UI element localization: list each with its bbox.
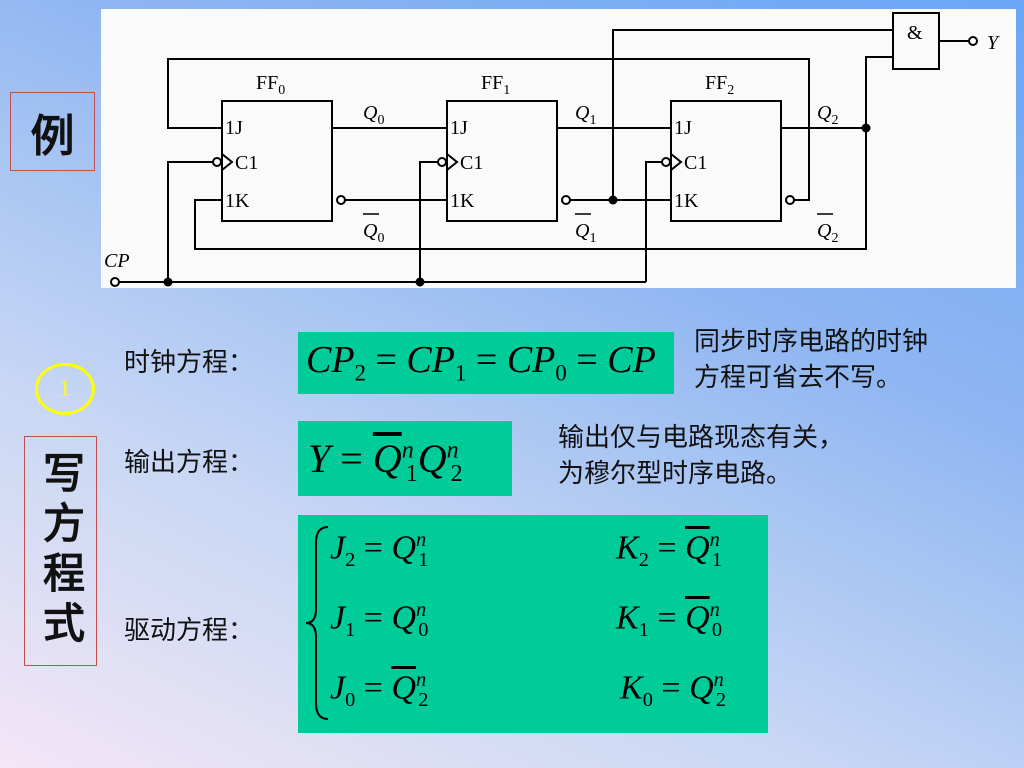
method-label: 写方程式: [24, 436, 97, 666]
output-equation-label: 输出方程：: [124, 448, 255, 478]
step-number-badge: 1: [35, 363, 95, 415]
clock-equation-label: 时钟方程：: [124, 348, 255, 378]
ff1-c-label: C1: [460, 152, 483, 174]
clock-equation: CP2 = CP1 = CP0 = CP: [306, 339, 656, 386]
circuit-diagram: FF0 FF1 FF2 1J C1 1K 1J C1 1K 1J C1 1K Q…: [101, 9, 1016, 288]
output-equation: Y = Qn1Qn2: [308, 436, 463, 487]
ff0-j-label: 1J: [225, 117, 243, 139]
ff0-c-label: C1: [235, 152, 258, 174]
q1-bar-label: Q1: [575, 220, 596, 246]
k2-equation: K2 = Qn1: [616, 529, 723, 572]
output-note: 输出仅与电路现态有关， 为穆尔型时序电路。: [558, 423, 845, 489]
drive-equation-label: 驱动方程：: [124, 616, 255, 646]
drive-equation-box: J2 = Qn1 J1 = Qn0 J0 = Qn2 K2 = Qn1 K1 =…: [298, 515, 768, 733]
ff1-name: FF1: [481, 72, 510, 98]
ff2-c-label: C1: [684, 152, 707, 174]
ff1-box: [446, 100, 558, 222]
j1-equation: J1 = Qn0: [330, 599, 429, 642]
q0-bar-label: Q0: [363, 220, 384, 246]
clock-label: CP: [104, 250, 130, 272]
ff1-k-label: 1K: [450, 190, 475, 212]
and-symbol: &: [907, 22, 923, 44]
clock-note: 同步时序电路的时钟 方程可省去不写。: [694, 327, 929, 393]
circuit-svg: FF0 FF1 FF2 1J C1 1K 1J C1 1K 1J C1 1K Q…: [104, 12, 1000, 287]
q1-label: Q1: [575, 102, 596, 128]
ff0-box: [221, 100, 333, 222]
j2-equation: J2 = Qn1: [330, 529, 429, 572]
ff2-k-label: 1K: [674, 190, 699, 212]
j0-equation: J0 = Qn2: [330, 669, 429, 712]
q2-label: Q2: [817, 102, 838, 128]
ff2-name: FF2: [705, 72, 734, 98]
ff1-j-label: 1J: [450, 117, 468, 139]
ff0-name: FF0: [256, 72, 285, 98]
example-label: 例: [10, 92, 95, 171]
ff2-box: [670, 100, 782, 222]
output-equation-box: Y = Qn1Qn2: [298, 421, 512, 496]
q2-bar-label: Q2: [817, 220, 838, 246]
brace-icon: [305, 526, 329, 720]
ff0-k-label: 1K: [225, 190, 250, 212]
clock-equation-box: CP2 = CP1 = CP0 = CP: [298, 332, 674, 394]
ff2-j-label: 1J: [674, 117, 692, 139]
output-y-label: Y: [987, 32, 1000, 54]
k0-equation: K0 = Qn2: [620, 669, 727, 712]
k1-equation: K1 = Qn0: [616, 599, 723, 642]
q0-label: Q0: [363, 102, 384, 128]
